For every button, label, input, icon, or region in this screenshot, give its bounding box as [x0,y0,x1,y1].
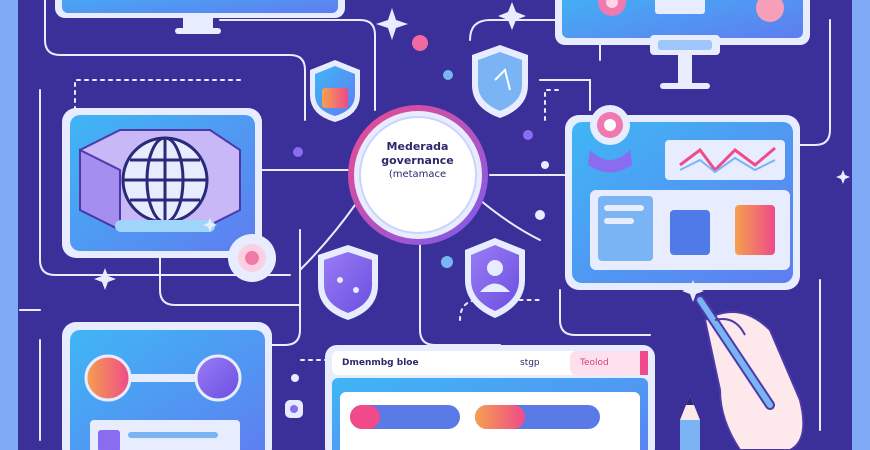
dot [443,70,453,80]
connector-lines [19,0,831,441]
dot [412,35,428,51]
bottom-tab-mid[interactable]: stgp [520,358,540,368]
bottom-tab-right[interactable]: Teolod [580,358,609,368]
top-left-monitor [55,0,345,34]
dot [290,405,298,413]
right-edge-bar [852,0,870,450]
globe-icon [121,136,209,224]
bottom-tab-left[interactable]: Dmenmbg bloe [342,358,419,368]
pencil-icon [680,395,700,450]
dot [291,374,299,382]
sparkle-icon [94,2,850,302]
lock-shield-icon [472,45,528,118]
dot [523,130,533,140]
hub-subtitle: (metamace [388,169,447,180]
globe-panel [62,108,262,258]
left-edge-bar [0,0,18,450]
hub-title-line-2: governance [381,154,454,167]
bottom-panel [325,345,655,450]
slider-panel [62,322,272,450]
dot [441,256,453,268]
shield-icon [310,60,360,122]
dot [535,210,545,220]
dashboard-panel [565,105,800,290]
hub-title-line-1: Mederada [386,140,449,153]
purple-shield-icon [318,245,378,320]
gear-icon [228,234,276,282]
dot [541,161,549,169]
hub-label: Mederada governance (metamace [355,140,480,182]
governance-hub [348,105,488,245]
dot [293,147,303,157]
user-shield-icon [465,238,525,318]
top-right-monitor [555,0,810,89]
line-chart-icon [679,146,776,174]
hand-pen-icon [695,295,805,450]
